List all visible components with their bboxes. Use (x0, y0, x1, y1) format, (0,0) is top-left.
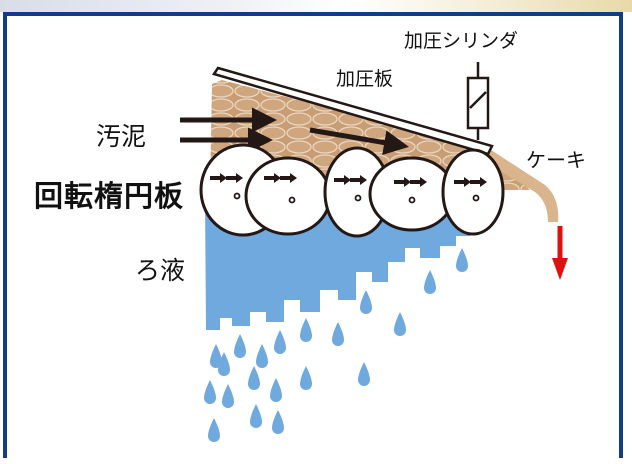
droplet (222, 384, 234, 408)
filtrate-droplets (204, 248, 468, 442)
droplet (358, 362, 370, 386)
droplet (332, 322, 344, 346)
disc-direction-arrows (210, 173, 487, 187)
droplet (424, 270, 436, 294)
droplet (256, 344, 268, 368)
label-sludge: 汚泥 (96, 122, 147, 151)
double-chevron-right-icon (210, 173, 243, 183)
droplet (274, 330, 286, 354)
droplet (210, 344, 222, 368)
disc-centers (233, 192, 480, 204)
droplet (394, 312, 406, 336)
cake-discharge (482, 148, 559, 222)
double-chevron-right-icon (454, 177, 487, 187)
top-banner (0, 0, 632, 12)
pressure-plate (212, 66, 494, 156)
label-pressure-cylinder: 加圧シリンダ (404, 30, 519, 52)
rotating-discs (199, 143, 505, 238)
label-pressure-plate: 加圧板 (336, 68, 394, 90)
droplet (204, 380, 216, 404)
droplet (250, 404, 262, 428)
droplet (218, 352, 230, 376)
droplet (272, 410, 284, 434)
double-chevron-right-icon (334, 175, 367, 185)
droplet (300, 318, 312, 342)
droplet (234, 334, 246, 358)
sludge-flow-arrows (180, 107, 409, 155)
droplet (270, 378, 282, 402)
pressure-cylinder (466, 62, 490, 140)
flow-arrow (309, 127, 409, 155)
droplet (248, 366, 260, 390)
label-filtrate: ろ液 (135, 256, 186, 285)
double-chevron-right-icon (264, 173, 297, 183)
disc (368, 156, 456, 232)
disc (244, 156, 332, 236)
disc (441, 148, 505, 236)
double-chevron-right-icon (394, 177, 427, 187)
discharge-arrow (552, 226, 568, 280)
droplet (456, 248, 468, 272)
label-cake: ケーキ (526, 148, 586, 172)
droplet (300, 366, 312, 390)
droplet (360, 290, 372, 314)
droplet (208, 418, 220, 442)
label-rotating-elliptical-disc: 回転楕円板 (34, 179, 185, 213)
frame-border (3, 12, 623, 458)
